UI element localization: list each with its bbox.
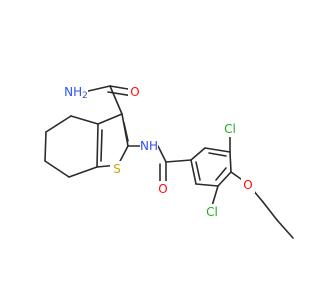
bond — [165, 159, 192, 163]
amide-oxygen-label: O — [128, 84, 142, 100]
bond — [109, 85, 123, 115]
bond — [211, 185, 219, 207]
bond — [68, 166, 98, 178]
molecule-structure-diagram: NH2 O S NH O Cl Cl O — [44, 84, 294, 239]
chlorine-top-label: Cl — [222, 121, 238, 137]
chlorine-top-text: Cl — [224, 122, 236, 136]
bond — [195, 183, 219, 187]
sulfur-text: S — [113, 162, 121, 176]
amine-nh-text: NH — [140, 139, 158, 153]
sulfur-label: S — [110, 161, 124, 177]
amide-oxygen-text: O — [130, 85, 139, 99]
bond — [276, 219, 294, 239]
bond — [45, 115, 72, 133]
bond — [44, 131, 47, 162]
chlorine-bottom-label: Cl — [204, 204, 220, 220]
amide-nh2-label: NH2 — [62, 84, 88, 101]
bond — [44, 160, 70, 178]
bond — [195, 161, 201, 181]
bond — [70, 115, 99, 125]
bond — [97, 113, 123, 125]
bond — [83, 85, 111, 93]
amide-nh2-text: NH2 — [64, 85, 88, 101]
bond-lines — [44, 85, 294, 239]
bond — [123, 122, 129, 142]
bond — [96, 123, 99, 168]
bond — [217, 171, 232, 187]
benzamide-oxygen-label: O — [156, 181, 170, 197]
bond — [208, 152, 227, 157]
benzamide-oxygen-text: O — [158, 182, 167, 196]
chlorine-bottom-text: Cl — [206, 205, 218, 219]
bond — [204, 147, 231, 153]
bond — [157, 145, 167, 163]
bond — [100, 129, 103, 162]
amine-nh-label: NH — [140, 138, 158, 154]
ether-oxygen-text: O — [243, 178, 252, 192]
bond — [190, 159, 197, 185]
bond — [262, 201, 278, 221]
ether-oxygen-label: O — [241, 177, 255, 193]
bond — [229, 151, 232, 173]
bond — [215, 167, 227, 181]
atom-labels: NH2 O S NH O Cl Cl O — [62, 84, 255, 220]
bond — [190, 147, 206, 161]
